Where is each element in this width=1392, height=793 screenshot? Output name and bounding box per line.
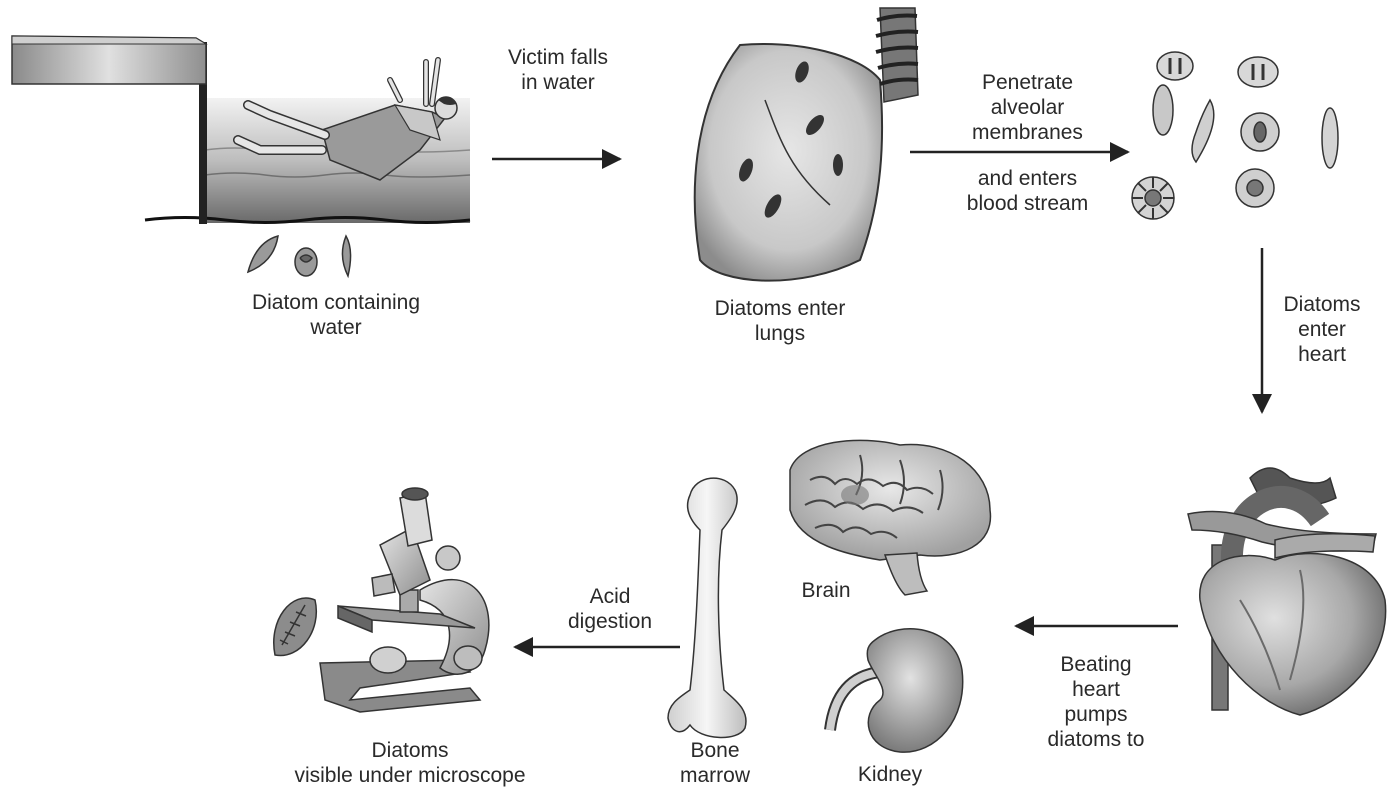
label-beating-heart: Beating heart pumps diatoms to — [1026, 652, 1166, 752]
label-kidney: Kidney — [835, 762, 945, 787]
label-brain: Brain — [780, 578, 872, 603]
kidney-icon — [830, 629, 963, 752]
label-bone-marrow: Bone marrow — [650, 738, 780, 788]
heart-icon — [1188, 468, 1386, 715]
diatom-cells-icon — [1132, 52, 1338, 219]
label-diatom-water: Diatom containing water — [206, 290, 466, 340]
lung-icon — [695, 8, 918, 281]
diatom-slide-icon — [274, 598, 317, 655]
brain-icon — [790, 440, 990, 595]
bone-icon — [668, 478, 746, 737]
diatom-shapes-icon — [248, 236, 351, 276]
label-microscope: Diatoms visible under microscope — [220, 738, 600, 788]
label-blood-stream: and enters blood stream — [935, 166, 1120, 216]
flow-arrows — [492, 152, 1262, 647]
label-victim-falls: Victim falls in water — [478, 45, 638, 95]
microscope-icon — [320, 488, 489, 712]
label-acid-digestion: Acid digestion — [545, 584, 675, 634]
label-enter-heart: Diatoms enter heart — [1262, 292, 1382, 367]
drowning-scene-icon — [12, 36, 470, 224]
label-enter-lungs: Diatoms enter lungs — [680, 296, 880, 346]
label-penetrate: Penetrate alveolar membranes — [935, 70, 1120, 145]
